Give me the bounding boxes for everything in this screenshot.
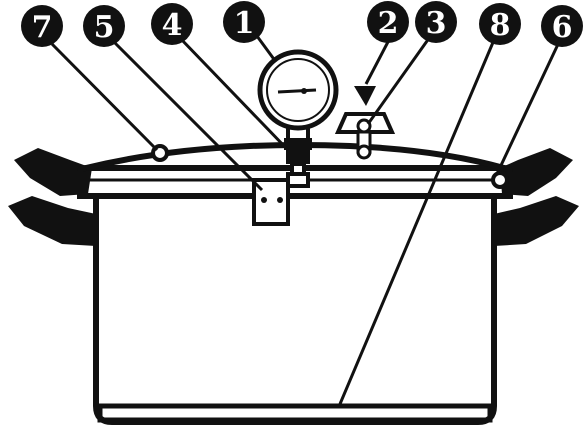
vent-pipe-nut <box>356 144 372 160</box>
right-upper-handle <box>500 148 573 196</box>
leader-line-7 <box>50 42 159 152</box>
dial-gauge-pivot <box>301 88 307 94</box>
callout-2: 2 <box>367 1 409 43</box>
lid-clamp-knob <box>491 171 509 189</box>
callout-5: 5 <box>83 5 125 47</box>
left-upper-handle <box>14 148 92 196</box>
callout-4-label: 4 <box>162 8 183 43</box>
callout-7-label: 7 <box>32 10 53 45</box>
callout-6-label: 6 <box>552 10 573 45</box>
gauge-base-nut <box>286 172 310 188</box>
leader-line-4 <box>178 36 290 152</box>
canning-rack <box>97 403 493 423</box>
callout-5-label: 5 <box>94 10 115 45</box>
callout-8: 8 <box>479 3 521 45</box>
left-lower-handle <box>8 196 96 246</box>
leader-line-6 <box>494 39 562 177</box>
leader-line-8 <box>338 39 496 405</box>
callout-1-label: 1 <box>234 6 255 41</box>
bracket-rivet-right <box>277 197 283 203</box>
callout-2-label: 2 <box>378 6 399 41</box>
leader-line-3 <box>366 33 434 125</box>
leader-line-5 <box>112 40 264 192</box>
callout-1: 1 <box>223 1 265 43</box>
callout-7: 7 <box>21 5 63 47</box>
callout-8-label: 8 <box>490 8 511 43</box>
callout-3: 3 <box>415 1 457 43</box>
leader-line-2 <box>364 37 392 85</box>
callout-3-label: 3 <box>426 6 447 41</box>
right-lower-handle <box>494 196 579 246</box>
leader-arrowhead-2 <box>354 86 376 106</box>
callout-4: 4 <box>151 3 193 45</box>
gauge-nut <box>286 150 310 164</box>
canner-rim <box>77 165 513 199</box>
canner-body <box>93 196 497 425</box>
dial-gauge-needle <box>277 88 317 94</box>
callout-6: 6 <box>541 5 583 47</box>
bracket-rivet-left <box>261 197 267 203</box>
dial-gauge-face <box>266 58 330 122</box>
